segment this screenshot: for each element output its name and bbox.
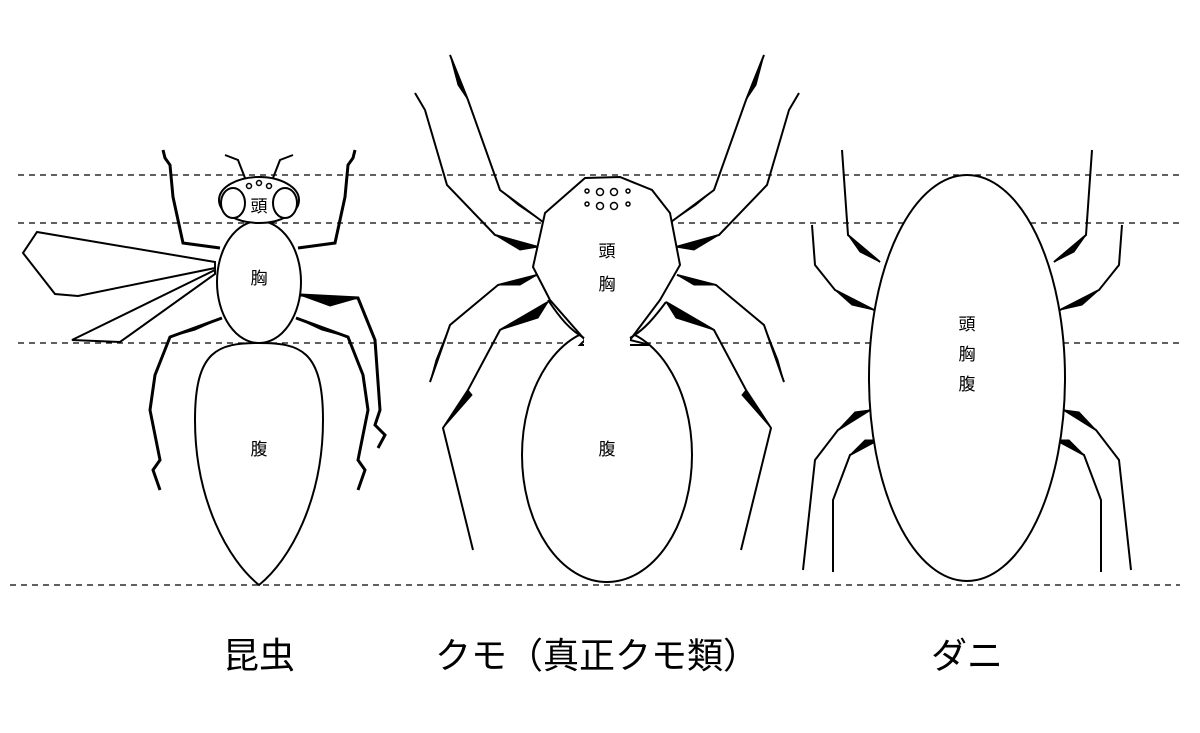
spider-eyes: [584, 187, 631, 211]
insect-head-label: 頭: [251, 197, 268, 217]
spider-cephalothorax-label-1: 頭: [599, 242, 616, 262]
spider-cephalothorax: [531, 175, 682, 346]
insect-left-eye: [220, 187, 246, 219]
spider-waist-gap: [584, 338, 630, 350]
spider-caption: クモ（真正クモ類）: [435, 636, 759, 677]
insect-caption: 昆虫: [223, 636, 295, 677]
mite-body-label-2: 胸: [959, 345, 976, 365]
insect-ocelli: [245, 179, 273, 190]
spider-legs: [414, 54, 800, 551]
insect-figure: 頭 胸 腹: [21, 149, 387, 587]
insect-abdomen: [193, 341, 325, 587]
mite-legs: [802, 149, 1132, 572]
insect-abdomen-label: 腹: [251, 440, 268, 460]
insect-wings: [21, 230, 216, 344]
spider-figure: 頭 胸 腹: [414, 54, 800, 583]
mite-body-label-1: 頭: [959, 315, 976, 335]
spider-abdomen-label: 腹: [599, 440, 616, 460]
insect-right-eye: [272, 187, 298, 219]
mite-body-label-3: 腹: [959, 375, 976, 395]
insect-legs: [148, 149, 387, 491]
mite-caption: ダニ: [931, 636, 1003, 677]
mite-figure: 頭 胸 腹: [802, 149, 1132, 582]
insect-thorax-label: 胸: [251, 269, 268, 289]
spider-cephalothorax-label-2: 胸: [599, 275, 616, 295]
mite-body: [868, 174, 1066, 582]
